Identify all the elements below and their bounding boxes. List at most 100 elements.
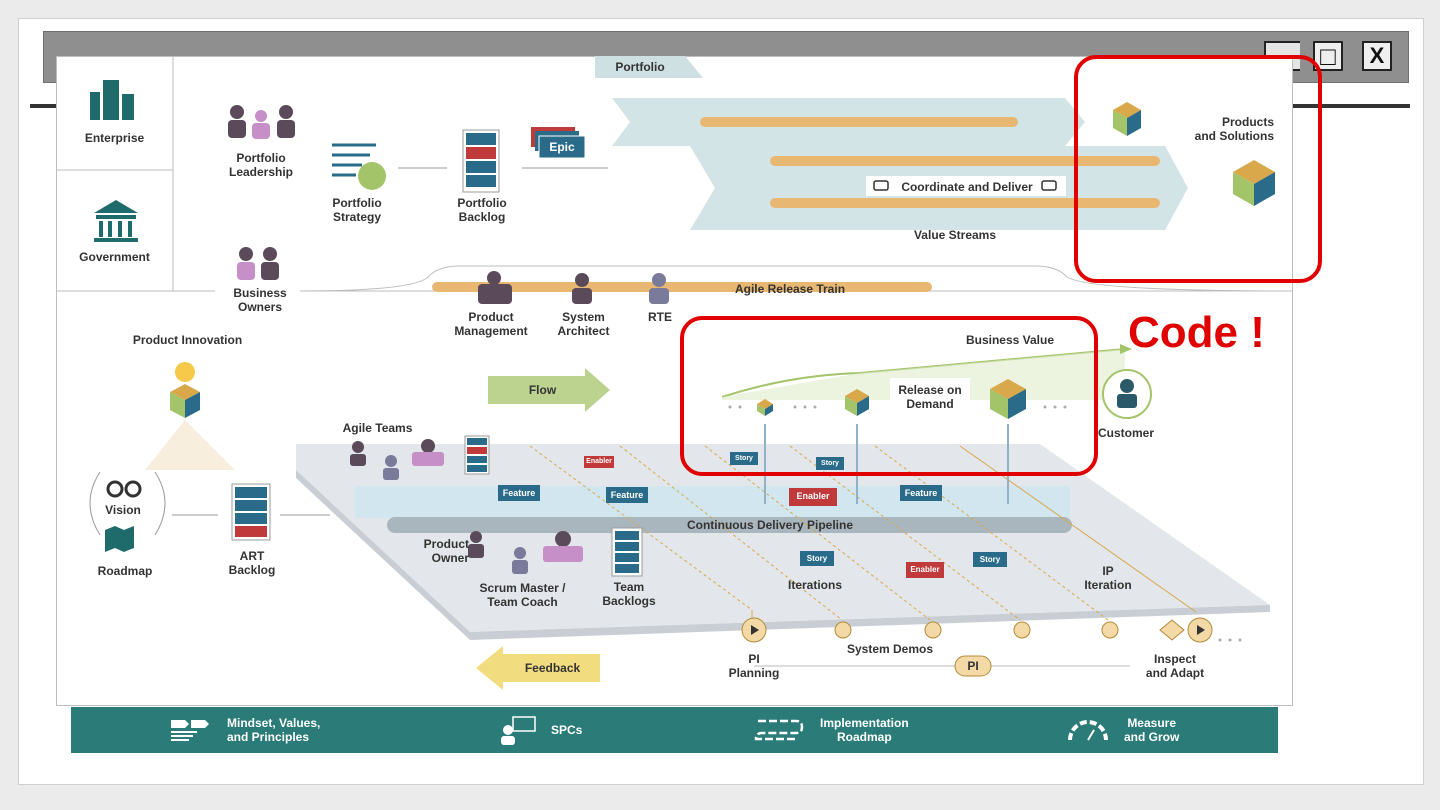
measure-item[interactable]: Measure and Grow (1066, 707, 1179, 753)
sync-icon (873, 180, 1057, 191)
flow-label: Flow (528, 383, 557, 397)
system-architect-label: System Architect (557, 310, 610, 338)
titlebar-shadow (1293, 104, 1410, 108)
agile-team-icon (350, 439, 583, 574)
business-value-line (721, 348, 1126, 398)
portfolio-backlog-icon (462, 129, 500, 193)
art-backlog-icon (231, 483, 271, 541)
scrum-master-label: Scrum Master / Team Coach (479, 581, 566, 609)
box-icon (170, 384, 200, 418)
coordinate-label: Coordinate and Deliver (901, 180, 1033, 194)
feature-chip: Feature (900, 485, 942, 501)
government-icon (94, 200, 138, 242)
agile-teams-label: Agile Teams (342, 421, 413, 435)
business-owners-label: Business Owners (233, 286, 287, 314)
roadmap-label: Roadmap (97, 564, 153, 578)
portfolio-leadership-label: Portfolio Leadership (228, 151, 294, 179)
mindset-icon (171, 720, 209, 741)
flow-arrow-big (488, 368, 610, 412)
product-management-label: Product Management (454, 310, 528, 338)
implementation-item[interactable]: Implementation Roadmap (754, 707, 909, 753)
government-label: Government (79, 250, 150, 264)
value-streams-label: Value Streams (913, 228, 997, 242)
strategy-icon (332, 143, 386, 190)
release-cube-large (990, 379, 1026, 419)
dots (1218, 638, 1242, 642)
implementation-label: Implementation Roadmap (820, 716, 909, 744)
binoculars-icon (106, 480, 142, 498)
team-platform-edge (296, 470, 470, 640)
art-people-icon (478, 271, 669, 304)
art-train-outline (299, 265, 1294, 292)
release-highlight-box (680, 316, 1098, 476)
enabler-chip: Enabler (789, 488, 837, 506)
rte-label: RTE (648, 310, 672, 324)
inspect-adapt-icon (1159, 619, 1185, 641)
spc-icon (501, 716, 536, 745)
portfolio-backlog-label: Portfolio Backlog (457, 196, 507, 224)
feature-chip: Feature (606, 487, 648, 503)
ip-iteration-label: IP Iteration (1084, 564, 1132, 592)
vision-bracket (89, 471, 101, 536)
pi-badge (954, 655, 992, 677)
pi-badge-label: PI (967, 659, 979, 673)
release-arrows (764, 424, 1009, 504)
story-chip: Story (816, 457, 844, 470)
business-value-label: Business Value (965, 333, 1055, 347)
team-platform-edge (470, 605, 1270, 640)
product-cube-large (1233, 160, 1275, 206)
enabler-chip: Enabler (584, 456, 614, 468)
business-value-area (722, 349, 1125, 400)
innovation-glow (145, 420, 235, 470)
art-train-bar (432, 282, 932, 292)
products-highlight-box (1074, 55, 1322, 283)
portfolio-banner (595, 56, 703, 78)
system-demo-icon (834, 621, 852, 639)
feedback-label: Feedback (524, 661, 581, 675)
spcs-item[interactable]: SPCs (499, 707, 582, 753)
story-chip: Story (800, 551, 834, 566)
system-demos-label: System Demos (846, 642, 934, 656)
close-icon: X (1369, 43, 1385, 68)
pipeline-band (355, 486, 1070, 518)
mindset-label: Mindset, Values, and Principles (227, 716, 321, 744)
art-backlog-label: ART Backlog (228, 549, 276, 577)
pipeline-bar (387, 517, 1072, 533)
pi-planning-label: PI Planning (728, 652, 780, 680)
enabler-chip: Enabler (906, 562, 944, 578)
release-cube-medium (845, 389, 869, 416)
gauge-icon (1068, 720, 1108, 741)
close-button[interactable]: X (1362, 41, 1392, 71)
release-cube-small (757, 399, 773, 416)
map-icon (105, 526, 134, 552)
customer-label: Customer (1097, 426, 1154, 440)
vision-label: Vision (105, 503, 141, 517)
release-on-demand-label: Release on Demand (898, 383, 962, 411)
mindset-item[interactable]: Mindset, Values, and Principles (171, 707, 320, 753)
product-innovation-label: Product Innovation (132, 333, 243, 347)
dots (728, 405, 1067, 409)
people-icon (228, 105, 295, 280)
team-backlogs-label: Team Backlogs (602, 580, 656, 608)
spcs-label: SPCs (551, 723, 583, 737)
portfolio-strategy-label: Portfolio Strategy (332, 196, 382, 224)
value-stream-bars (700, 117, 1160, 208)
pipeline-label: Continuous Delivery Pipeline (686, 518, 854, 532)
vision-bracket (154, 471, 166, 536)
lightbulb-icon (175, 362, 195, 382)
enterprise-label: Enterprise (84, 131, 145, 145)
maximize-button[interactable]: □ (1313, 41, 1343, 71)
code-annotation: Code ! (1128, 308, 1265, 357)
maximize-icon: □ (1320, 41, 1336, 71)
product-cube-small (1113, 102, 1141, 136)
epic-label: Epic (549, 140, 575, 154)
building-icon (90, 80, 134, 120)
feature-chip: Feature (498, 485, 540, 501)
feedback-arrow-big (476, 646, 600, 690)
product-owner-label: Product Owner (423, 537, 469, 565)
art-train-label: Agile Release Train (734, 282, 846, 296)
team-backlog-icon (464, 435, 643, 577)
inspect-adapt-label: Inspect and Adapt (1145, 652, 1205, 680)
coordinate-badge-bg (866, 176, 1066, 196)
